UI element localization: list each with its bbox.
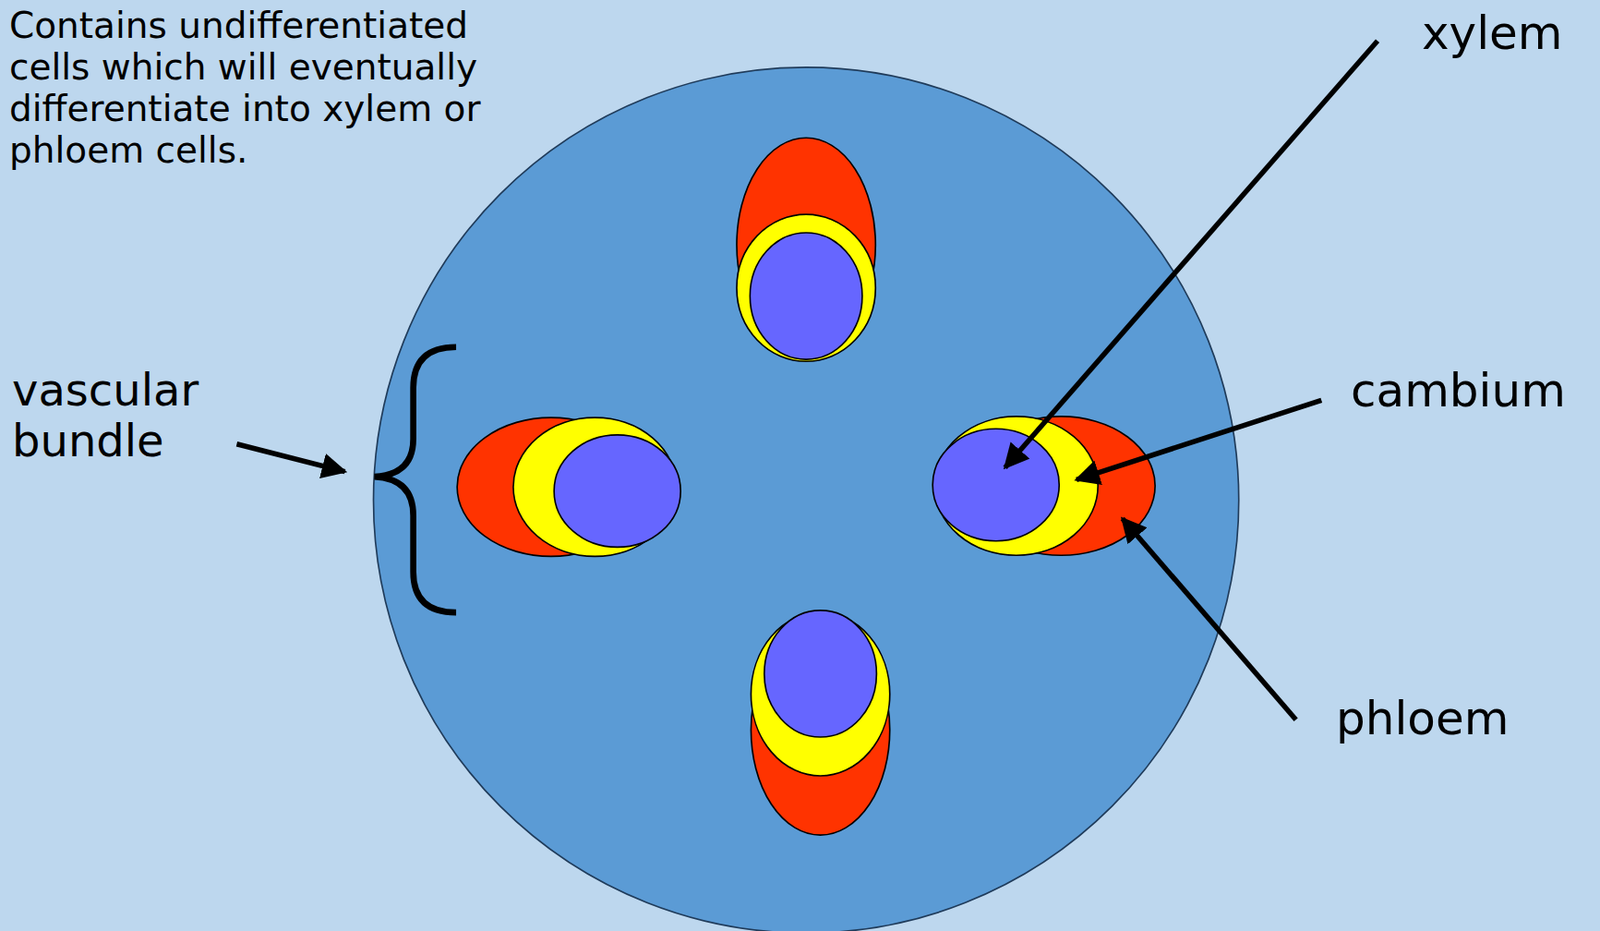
- vascular-bundle: [736, 137, 876, 361]
- vascular-bundle: [932, 416, 1155, 555]
- stem-circle: [373, 67, 1240, 931]
- part-label: cambium: [1350, 364, 1566, 419]
- vascular-bundle: [457, 417, 681, 556]
- part-label: vascular bundle: [12, 364, 253, 467]
- note-text: Contains undifferentiated cells which wi…: [9, 5, 490, 171]
- part-label: xylem: [1421, 7, 1564, 61]
- leader-arrow: [1005, 40, 1378, 468]
- part-label: phloem: [1335, 692, 1509, 746]
- leader-arrow: [1122, 517, 1297, 720]
- brace: [374, 347, 457, 613]
- leader-arrow: [1076, 399, 1322, 480]
- leader-arrow: [236, 444, 345, 472]
- vascular-bundle: [750, 610, 890, 835]
